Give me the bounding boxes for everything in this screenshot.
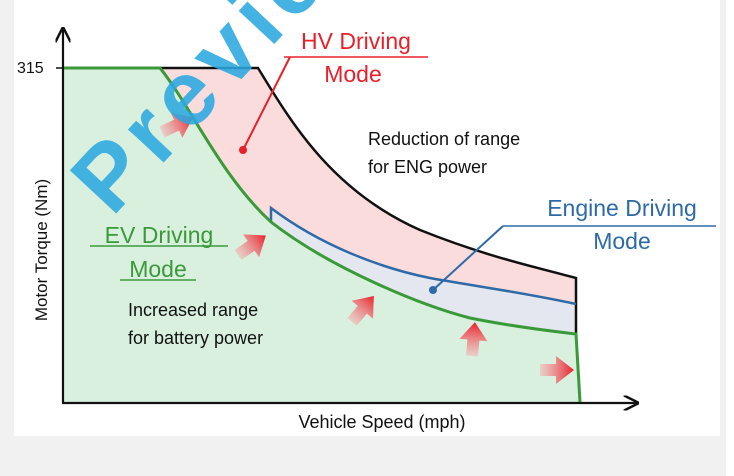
hv-label-line2: Mode [324,61,382,87]
eng-note-line1: Reduction of range [368,129,520,149]
y-tick-label: 315 [17,60,44,77]
boost-arrow-2 [234,234,266,260]
ev-label-line2: Mode [129,256,187,282]
boost-arrow-5 [540,356,574,384]
hv-leader-line [242,56,291,151]
boost-arrow-1 [159,112,193,138]
hv-label-line1: HV Driving [301,28,411,54]
hv-leader-dot [239,146,247,154]
eng-note-line2: for ENG power [368,157,487,177]
boost-arrow-4 [459,322,488,357]
engine-leader-dot [429,286,437,294]
battery-note-line2: for battery power [128,328,263,348]
ev-label-line1: EV Driving [105,222,214,248]
hv-boundary-line [160,66,578,334]
y-axis-label: Motor Torque (Nm) [32,179,51,321]
engine-region [271,208,576,334]
engine-leader-line [432,225,504,291]
ev-region [63,68,580,402]
battery-note-line1: Increased range [128,300,258,320]
engine-boundary-line [269,205,577,306]
x-axis-label: Vehicle Speed (mph) [298,412,465,432]
ev-boundary-line [63,66,582,403]
side-strip [726,0,734,476]
engine-label-line2: Mode [593,228,651,254]
torque-increase-arrows [159,112,574,384]
boost-arrow-3 [347,295,374,326]
engine-label-line1: Engine Driving [547,195,697,221]
